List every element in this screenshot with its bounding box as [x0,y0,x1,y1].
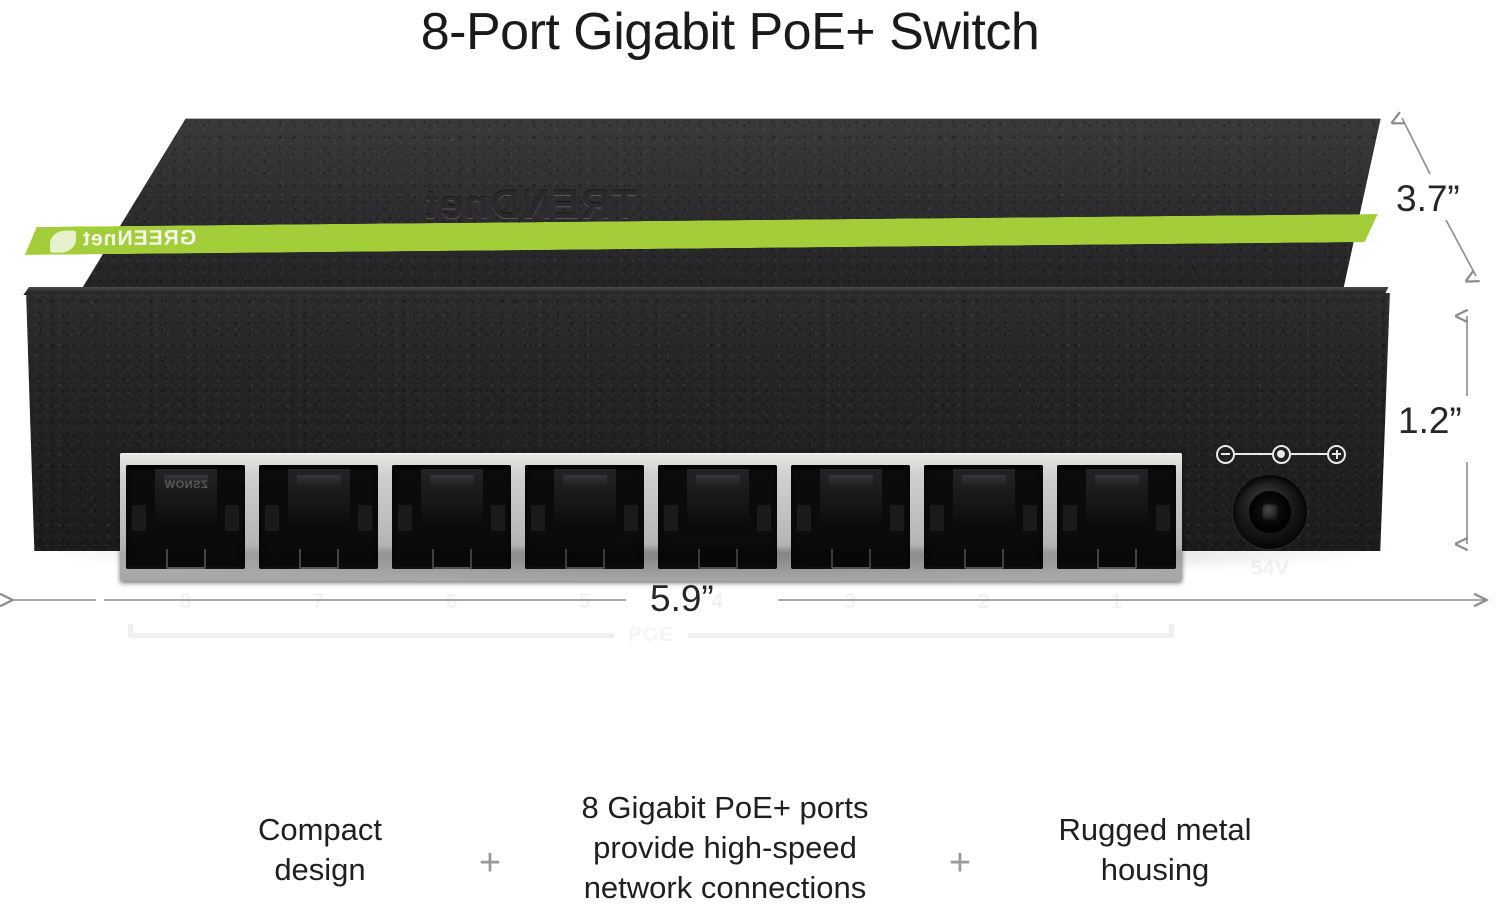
rj45-contacts [429,475,474,487]
greennet-label: GREENnet [81,226,197,251]
polarity-connector-line [1235,453,1272,455]
polarity-negative-icon [1216,444,1235,464]
rj45-latch-notch [1096,549,1137,569]
barrel-jack-icon [1233,475,1307,549]
rj45-contacts [695,475,740,487]
port-number-label: 5 [578,590,591,613]
feature-line: housing [1100,852,1210,887]
voltage-label: 54V [1198,557,1342,581]
rj45-latch-notch [431,549,472,569]
page-title: 8-Port Gigabit PoE+ Switch [420,3,1040,61]
feature-strip: Compact design + 8 Gigabit PoE+ ports pr… [170,788,1330,909]
feature-separator: + [948,842,972,884]
rj45-side-slot [1023,505,1037,531]
feature-block: Rugged metal housing [1005,788,1305,890]
rj45-side-slot [358,505,372,531]
rj45-side-slot [531,505,545,531]
port-number-label: 3 [844,590,857,613]
port-number-label: 7 [312,590,325,613]
depth-dimension-label: 3.7” [1396,178,1460,219]
rj45-side-slot [930,505,944,531]
feature-line: design [274,852,366,887]
rj45-side-slot [890,505,904,531]
polarity-connector-line [1290,453,1327,455]
chassis-seam [23,287,1389,295]
port-number-labels: 8 7 6 5 4 3 2 1 [120,589,1182,615]
rj45-latch-notch [830,549,871,569]
rj45-latch-notch [165,549,206,569]
rj45-latch-notch [963,549,1004,569]
rj45-contacts [163,475,208,487]
chassis-top-texture [77,118,1381,295]
rj45-side-slot [664,505,678,531]
rj45-latch-notch [564,549,605,569]
poe-bracket-line [128,623,615,638]
rj45-contacts [1094,475,1139,487]
rj45-port [658,465,777,569]
dc-polarity-icon [1216,443,1346,465]
feature-block: Compact design [195,788,445,890]
feature-separator: + [478,842,502,884]
rj45-side-slot [797,505,811,531]
width-dimension-label: 5.9” [650,578,714,619]
feature-line: 8 Gigabit PoE+ ports [581,790,869,825]
rj45-side-slot [1063,505,1077,531]
barrel-jack-bore [1249,491,1291,533]
rj45-side-slot [398,505,412,531]
polarity-positive-icon [1327,444,1346,464]
port-number-label: 2 [977,590,990,613]
rj45-contacts [562,475,607,487]
rj45-latch-notch [697,549,738,569]
feature-block: 8 Gigabit PoE+ ports provide high-speed … [535,788,915,908]
rj45-side-slot [132,505,146,531]
feature-line: network connections [583,870,867,905]
feature-line: Compact [257,812,383,847]
port-number-label: 6 [445,590,458,613]
height-dimension-label: 1.2” [1398,400,1462,441]
rj45-latch-notch [298,549,339,569]
height-dimension-arrow [1452,312,1482,548]
feature-line: provide high-speed [593,830,857,865]
port-number-label: 4 [711,590,724,613]
rj45-side-slot [491,505,505,531]
product-image-switch: TRENDnet GREENnet ZSNOW [0,105,1420,646]
device-drop-shadow [30,549,1390,579]
feature-line: Rugged metal [1058,812,1252,847]
rj45-side-slot [265,505,279,531]
rj45-contacts [828,475,873,487]
rj45-port: ZSNOW [126,465,245,569]
poe-bracket-line [687,623,1175,638]
rj45-side-slot [624,505,638,531]
rj45-port [525,465,644,569]
leaf-icon [50,230,76,252]
rj45-port [924,465,1043,569]
rj45-port-marking: ZSNOW [163,479,208,491]
rj45-port [259,465,378,569]
rj45-port-bank: ZSNOW [120,453,1182,581]
rj45-port [791,465,910,569]
rj45-side-slot [1156,505,1170,531]
polarity-center-icon [1271,444,1291,464]
power-input-area: 54V [1198,435,1368,595]
depth-dimension-arrow [1380,112,1500,292]
poe-bracket: POE [128,623,1175,647]
width-dimension-arrow [8,588,1492,612]
port-number-label: 1 [1110,590,1123,613]
poe-label: POE [628,623,674,646]
rj45-contacts [961,475,1006,487]
rj45-contacts [296,475,341,487]
barrel-jack-pin [1262,504,1278,520]
chassis-top-face: TRENDnet [77,118,1381,295]
port-number-label: 8 [179,590,192,613]
rj45-side-slot [225,505,239,531]
rj45-side-slot [757,505,771,531]
rj45-port [392,465,511,569]
rj45-port [1057,465,1176,569]
